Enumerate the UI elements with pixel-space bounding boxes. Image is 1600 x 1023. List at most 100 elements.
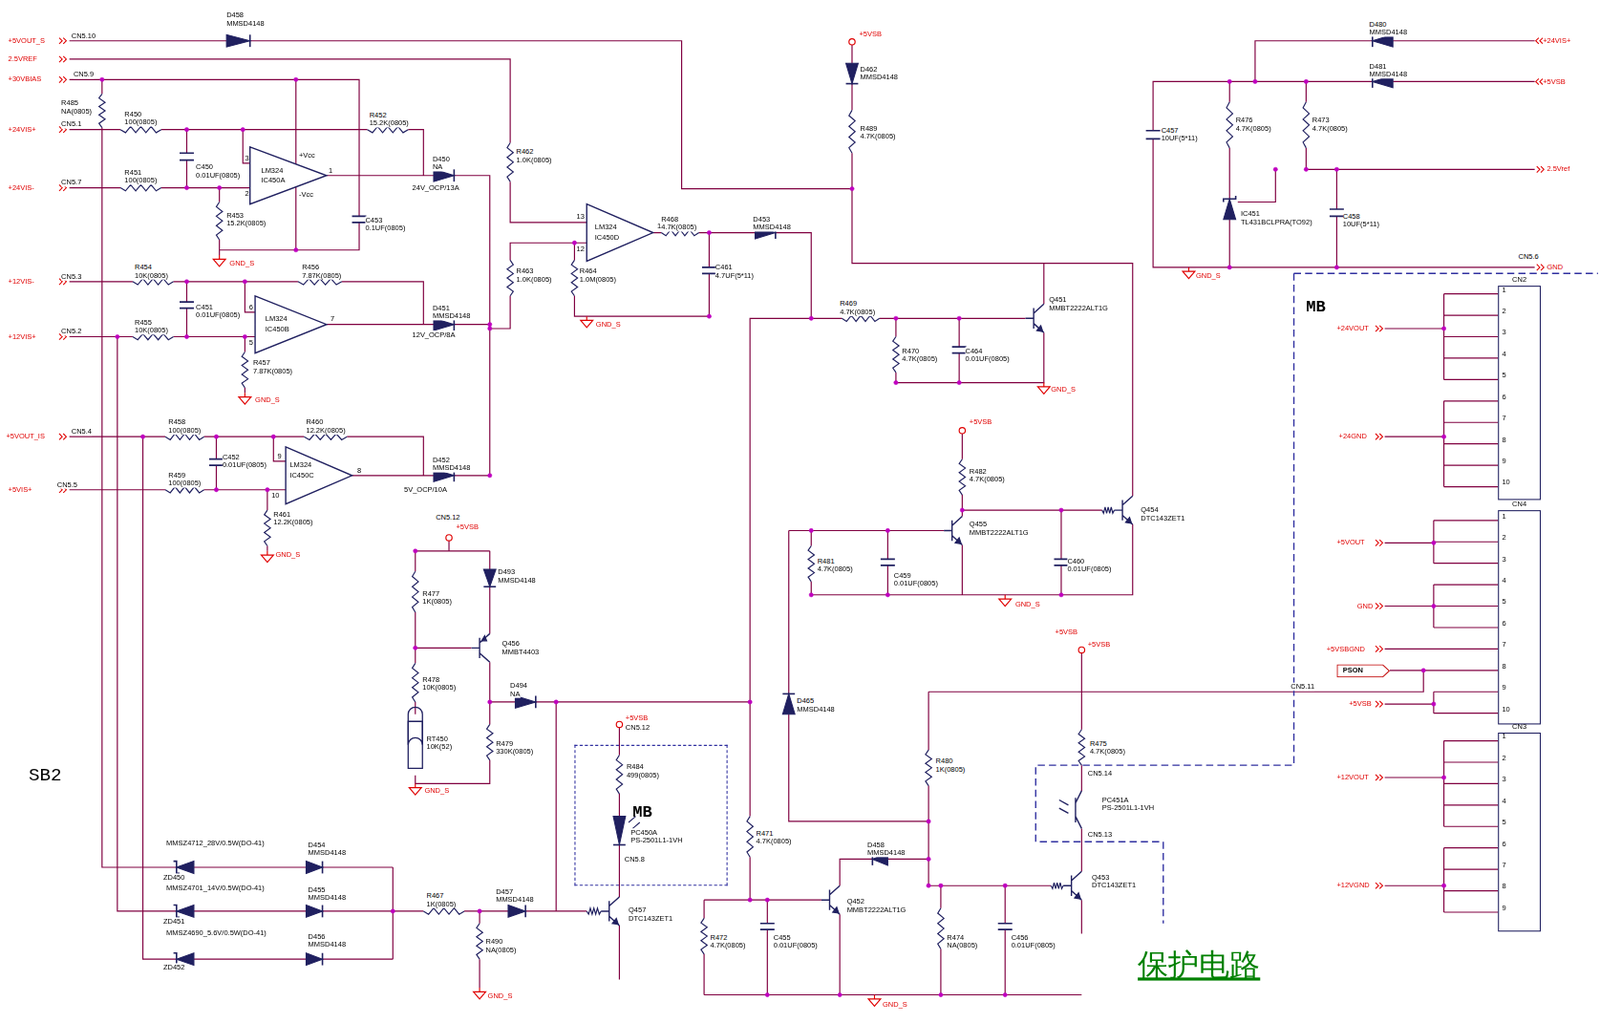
- diode-bar: [613, 844, 626, 847]
- component-label: 13: [576, 212, 585, 221]
- component-label: MMBT2222ALT1G: [847, 906, 907, 916]
- junction-dot: [413, 549, 418, 554]
- transistor-symbol: [1063, 871, 1082, 900]
- port-symbol: [1375, 645, 1383, 652]
- component-label: LM324: [260, 166, 283, 175]
- signal-name: +5VSB: [969, 418, 993, 427]
- pin-number: 1: [1501, 285, 1506, 295]
- ground-symbol: [868, 995, 881, 1007]
- connector-name: CN3: [1498, 722, 1540, 731]
- component-label: MMBT2222ALT1G: [1048, 303, 1109, 313]
- component-label: R480: [936, 757, 954, 767]
- component-label: R452: [369, 110, 387, 120]
- component-label: NA: [432, 163, 443, 172]
- component-label: MMSD4148: [796, 704, 834, 714]
- component-label: CN5.12: [435, 512, 460, 522]
- component-label: R462: [516, 148, 534, 157]
- component-label: RT450: [426, 734, 448, 744]
- component-label: R460: [305, 418, 323, 427]
- pin-number: 5: [1501, 597, 1506, 607]
- component-label: R468: [661, 214, 679, 224]
- component-label: -Vcc: [298, 191, 314, 200]
- diode-symbol: [305, 905, 322, 918]
- component-label: 4.7K(0805): [709, 941, 746, 951]
- component-label: C458: [1343, 212, 1361, 221]
- component-label: C460: [1066, 556, 1085, 566]
- component-label: CN5.7: [61, 178, 82, 188]
- component-label: CN5.14: [1088, 768, 1112, 778]
- junction-dot: [1441, 883, 1446, 888]
- diode-bar: [321, 861, 324, 875]
- component-label: R489: [860, 124, 878, 133]
- junction-dot: [894, 380, 898, 384]
- caption: 保护电路: [1137, 946, 1260, 983]
- supply-symbol: [616, 721, 622, 727]
- resistor-symbol: [99, 93, 106, 128]
- junction-dot: [140, 434, 145, 439]
- signal-name: +12VOUT: [1336, 773, 1368, 783]
- resistor-symbol: [507, 143, 513, 183]
- component-label: D456: [308, 932, 326, 941]
- component-label: 1K(0805): [936, 765, 966, 774]
- component-label: 12.2K(0805): [273, 518, 313, 528]
- junction-dot: [1059, 593, 1064, 598]
- component-label: D453: [752, 214, 770, 224]
- capacitor-symbol: [760, 923, 775, 930]
- component-label: DTC143ZET1: [628, 914, 673, 923]
- junction-dot: [240, 128, 245, 132]
- component-label: NA: [510, 689, 520, 699]
- signal-name: GND_S: [1015, 599, 1041, 609]
- junction-dot: [1303, 79, 1308, 84]
- diode-bar: [534, 696, 537, 709]
- component-label: 100(0805): [124, 176, 157, 186]
- capacitor-symbol: [998, 923, 1013, 930]
- port-symbol: [1536, 264, 1544, 271]
- component-label: 15.2K(0805): [369, 119, 409, 128]
- component-label: MMSD4148: [226, 19, 264, 28]
- component-label: C461: [715, 263, 733, 273]
- pin-number: 3: [1501, 554, 1506, 564]
- zener-symbol: [176, 861, 194, 875]
- junction-dot: [706, 230, 711, 235]
- diode-bar: [321, 905, 324, 918]
- board-region: MB: [574, 745, 727, 886]
- signal-name: +24VIS-: [8, 183, 35, 192]
- component-label: D455: [308, 885, 326, 895]
- component-label: D480: [1369, 20, 1387, 29]
- signal-name: GND_S: [1195, 271, 1221, 280]
- pin-number: 4: [1501, 576, 1506, 586]
- resistor-symbol: [616, 754, 622, 794]
- component-label: 12: [576, 244, 585, 254]
- component-label: Q451: [1048, 296, 1067, 305]
- component-label: MMSD4148: [495, 896, 534, 905]
- transistor-arrow: [1036, 325, 1043, 332]
- component-label: IC450B: [265, 325, 290, 335]
- port-symbol: [1375, 433, 1383, 440]
- transistor-symbol: [1025, 303, 1045, 333]
- signal-name: +5VSB: [456, 523, 480, 533]
- component-label: 100(0805): [124, 118, 157, 128]
- component-label: CN5.13: [1088, 831, 1112, 840]
- component-label: R450: [124, 109, 142, 119]
- signal-name: +5VSB: [1348, 700, 1372, 709]
- component-label: 12.2K(0805): [305, 426, 345, 436]
- signal-name: +5VOUT_S: [8, 36, 45, 45]
- resistor-symbol: [1302, 102, 1309, 149]
- component-label: NA(0805): [485, 945, 516, 955]
- component-label: MMSD4148: [432, 312, 470, 321]
- component-label: 100(0805): [168, 479, 201, 489]
- signal-name: +5VSBGND: [1326, 644, 1366, 654]
- signal-name: +5VSB: [625, 714, 649, 724]
- junction-dot: [926, 883, 931, 888]
- component-label: MMSZ4712_28V/0.5W(DO-41): [166, 838, 265, 848]
- signal-name: +24VOUT: [1336, 324, 1368, 334]
- pin-number: 8: [1501, 661, 1506, 671]
- pin-number: 2: [1501, 533, 1506, 543]
- component-label: R479: [495, 739, 513, 748]
- component-label: PS-2501L1-1VH: [1102, 804, 1154, 813]
- signal-name: +5VOUT_IS: [5, 432, 45, 442]
- pin-number: 9: [1501, 903, 1506, 913]
- component-label: 9: [277, 451, 282, 461]
